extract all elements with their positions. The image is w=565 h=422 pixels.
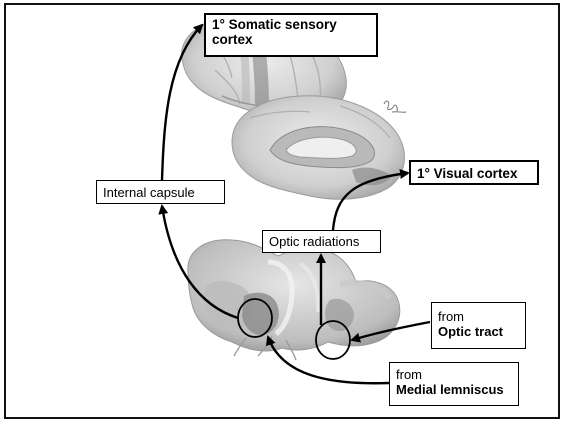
label-medial-lemniscus: from Medial lemniscus [389, 362, 519, 406]
artist-signature-mark [384, 101, 406, 112]
label-somatic-sensory-cortex: 1° Somatic sensory cortex [204, 13, 378, 57]
label-optic-tract-prefix: from [438, 309, 519, 324]
label-optic-tract-name: Optic tract [438, 324, 519, 339]
label-internal-capsule: Internal capsule [96, 180, 225, 204]
label-medial-lemniscus-prefix: from [396, 367, 512, 382]
label-visual-cortex: 1° Visual cortex [409, 160, 539, 185]
medial-brain-illustration [232, 96, 404, 199]
label-medial-lemniscus-name: Medial lemniscus [396, 382, 512, 397]
label-optic-tract: from Optic tract [431, 302, 526, 349]
label-optic-radiations: Optic radiations [262, 230, 381, 253]
thalamus-brainstem-illustration [188, 240, 400, 360]
